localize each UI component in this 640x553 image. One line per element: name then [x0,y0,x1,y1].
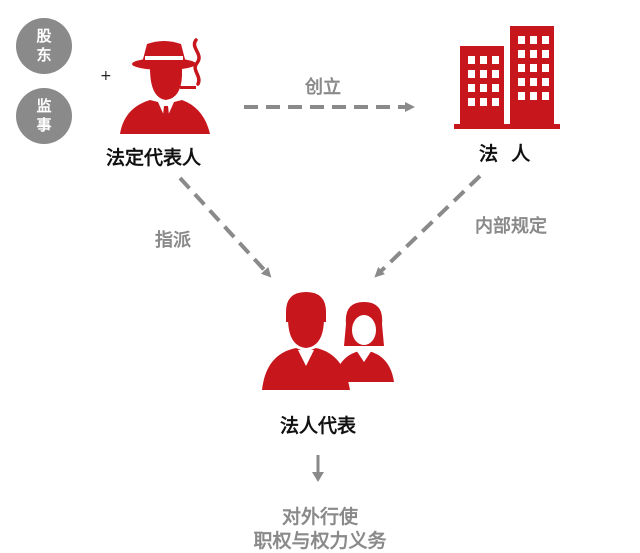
internal-rules-label: 内部规定 [475,216,547,237]
shareholders-badge: 股 东 [16,18,72,74]
shareholders-badge-char-2: 东 [36,46,52,64]
representative-of-legal-person-label: 法人代表 [280,415,357,437]
diagram-canvas: 股 东 监 事 + [16,18,560,552]
establish-label: 创立 [305,77,341,98]
diagram-graphics [120,26,560,482]
legal-person-label: 法 人 [479,143,531,165]
plus-sign: + [100,68,112,84]
legal-representative-label: 法定代表人 [106,147,202,169]
assign-label: 指派 [155,230,191,251]
assign-arrow [178,176,272,278]
powers-duties-text: 职权与权力义务 [253,530,387,552]
internal-rules-arrow [374,174,482,278]
supervisors-badge-char-2: 事 [36,116,52,134]
office-building-icon [454,26,560,129]
man-and-woman-icon [262,292,394,390]
down-arrow [312,455,324,482]
external-exercise-text: 对外行使 [281,506,358,528]
supervisors-badge: 监 事 [16,88,72,144]
shareholders-badge-char-1: 股 [36,27,52,45]
supervisors-badge-char-1: 监 [36,97,52,115]
businessman-smoking-icon [120,38,210,134]
